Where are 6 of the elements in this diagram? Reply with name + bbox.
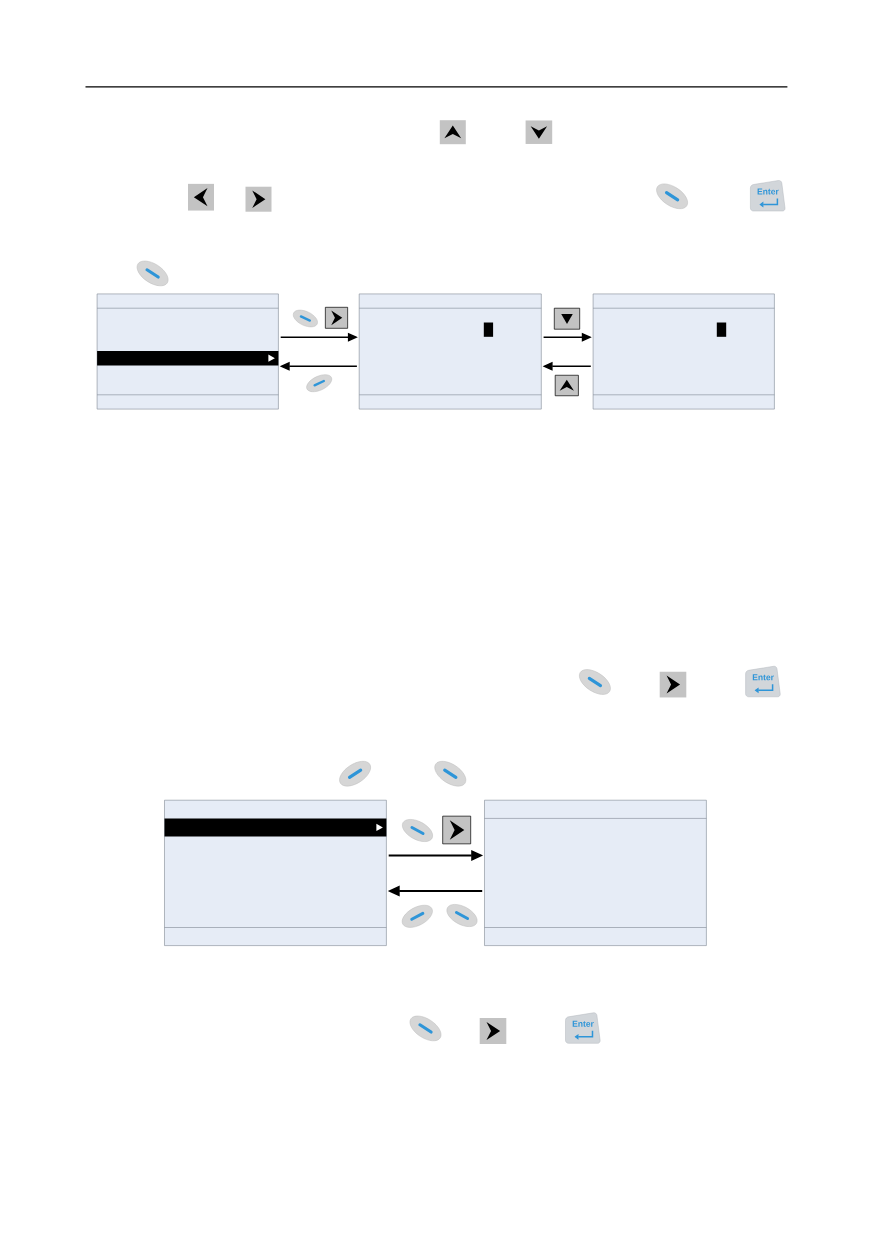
enter-key: Enter [750,180,786,212]
display-screen [592,293,775,410]
enter-key: Enter [565,1012,601,1044]
display-screen [484,799,707,946]
display-screen [358,293,542,410]
enter-key: Enter [745,666,781,698]
